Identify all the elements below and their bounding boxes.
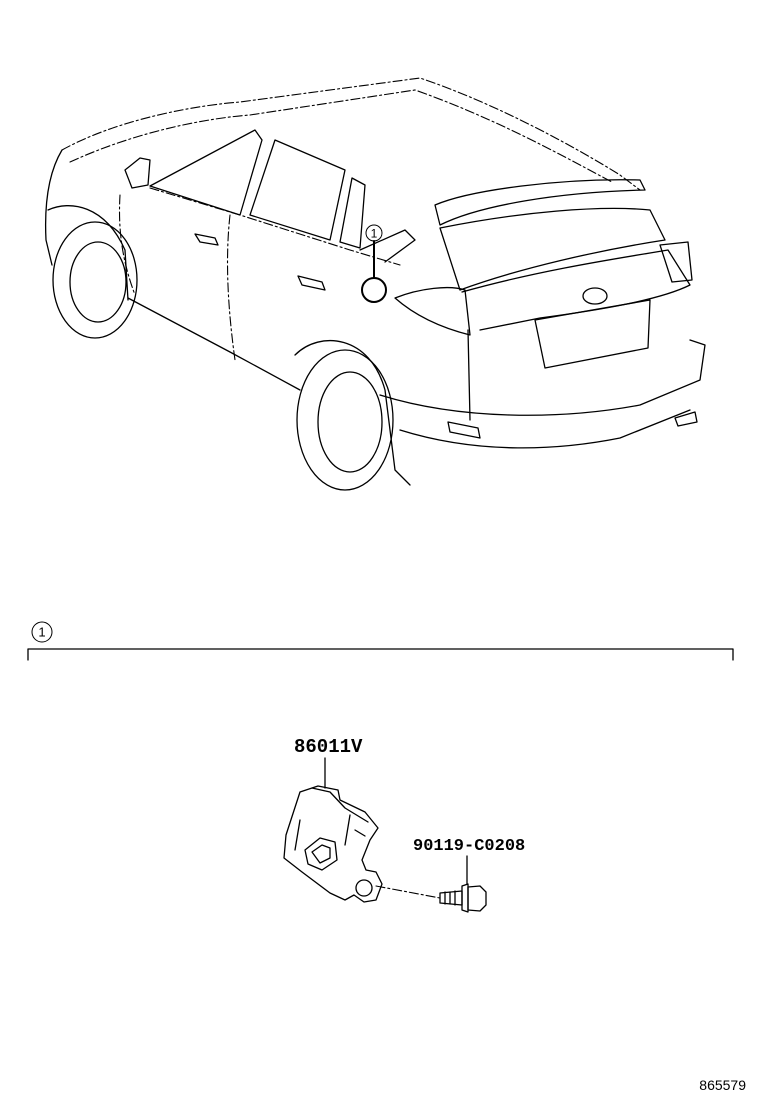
- section-callout-bubble: [31, 621, 53, 643]
- sensor-body: [283, 785, 383, 903]
- front-wheel: [52, 221, 138, 339]
- front-window: [149, 129, 263, 216]
- sensor-edge-detail: [294, 814, 366, 851]
- vehicle-side-beltline: [149, 187, 401, 266]
- vehicle-roof-line: [61, 77, 641, 191]
- vehicle-side-sill: [127, 297, 301, 391]
- rear-hatch-body: [461, 249, 691, 331]
- front-door-handle: [194, 233, 219, 246]
- sensor-top-ridge: [311, 787, 369, 823]
- ref-callout-bubble: [365, 224, 383, 242]
- rear-bumper-lower: [399, 409, 691, 449]
- sensor-location-circle: [361, 277, 387, 303]
- right-tail-light: [659, 241, 693, 283]
- bolt-thread-lines: [444, 890, 456, 906]
- bolt-shank: [439, 890, 463, 906]
- bolt-part-number: 90119-C0208: [413, 837, 525, 856]
- rear-wheel-rim: [317, 371, 383, 473]
- bolt-head: [467, 885, 487, 912]
- vehicle-roof-rail: [69, 89, 613, 183]
- rear-window: [249, 139, 346, 241]
- rear-wheel: [296, 349, 394, 491]
- left-tail-light: [394, 286, 471, 336]
- vehicle-front-outline: [44, 149, 63, 266]
- vehicle-side-panel: [359, 229, 471, 421]
- ref-callout-number: 1: [371, 227, 378, 241]
- license-plate-area: [534, 299, 651, 369]
- sensor-mount-hole: [355, 879, 373, 897]
- rear-spoiler: [434, 179, 646, 226]
- front-wheel-rim: [69, 241, 127, 323]
- vehicle-illustration: 1: [44, 77, 706, 491]
- vehicle-side-lower: [118, 194, 236, 361]
- exhaust-tip: [674, 411, 698, 427]
- front-wheel-arch: [47, 205, 129, 301]
- sensor-connector: [304, 837, 338, 871]
- quarter-window: [339, 177, 366, 249]
- bolt-part: 90119-C0208: [375, 837, 525, 913]
- rear-door-handle: [297, 275, 326, 291]
- side-mirror: [124, 157, 151, 189]
- bolt-flange: [461, 883, 469, 913]
- sensor-connector-inner: [311, 844, 331, 864]
- rear-bumper: [379, 339, 706, 416]
- rear-wheel-arch: [294, 340, 411, 486]
- bolt-install-path: [375, 885, 441, 899]
- reflector: [447, 421, 481, 439]
- rear-emblem: [582, 287, 608, 305]
- sensor-part-number: 86011V: [294, 736, 363, 758]
- section-header: 1: [27, 621, 734, 661]
- sensor-part: 86011V: [283, 736, 383, 903]
- section-bracket-line: [27, 648, 734, 661]
- section-callout-number: 1: [38, 625, 45, 640]
- illustration-id: 865579: [699, 1077, 746, 1093]
- rear-hatch-glass: [439, 207, 666, 291]
